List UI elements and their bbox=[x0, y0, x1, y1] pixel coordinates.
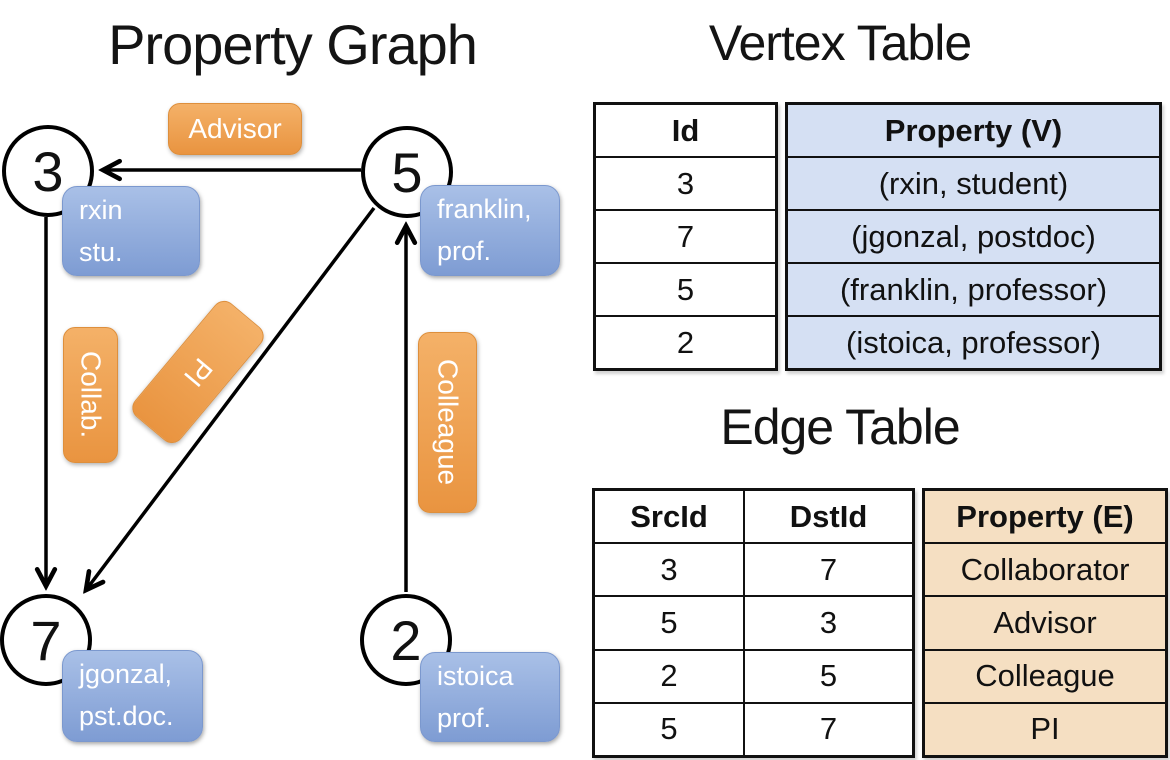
vertex-label-5: franklin, prof. bbox=[420, 185, 560, 276]
vertex-id-cell: 7 bbox=[596, 209, 775, 262]
edge-src-cell: 2 bbox=[660, 658, 678, 694]
edge-table-id-columns: SrcId DstId 3 7 5 3 2 5 5 7 bbox=[592, 488, 915, 758]
vertex-label-5-line1: franklin, bbox=[437, 194, 532, 224]
edge-table-id-row: 3 7 bbox=[595, 542, 912, 596]
vertex-label-5-line2: prof. bbox=[437, 236, 492, 266]
vertex-property-cell: (rxin, student) bbox=[788, 156, 1159, 209]
edge-label-advisor: Advisor bbox=[168, 103, 302, 155]
edge-table-title: Edge Table bbox=[720, 399, 960, 455]
vertex-table-title: Vertex Table bbox=[708, 15, 972, 71]
edge-table-srcid-header: SrcId bbox=[630, 498, 708, 534]
edge-table-id-row: 5 3 bbox=[595, 595, 912, 649]
edge-property-cell: Advisor bbox=[925, 595, 1165, 648]
node-7-id: 7 bbox=[30, 609, 61, 672]
edge-table-property-column: Property (E) Collaborator Advisor Collea… bbox=[922, 488, 1168, 758]
vertex-label-7-line2: pst.doc. bbox=[79, 701, 174, 731]
edge-property-cell: PI bbox=[925, 701, 1165, 755]
edge-src-cell: 3 bbox=[660, 551, 678, 587]
edge-label-colleague-text: Colleague bbox=[432, 359, 464, 486]
graph-canvas: 3 5 7 2 bbox=[0, 125, 453, 686]
edge-table-id-row: 5 7 bbox=[595, 701, 912, 756]
node-2-id: 2 bbox=[390, 609, 421, 672]
edge-dst-cell: 5 bbox=[743, 650, 912, 702]
edge-dst-cell: 7 bbox=[743, 703, 912, 756]
edge-table-dstid-header: DstId bbox=[743, 491, 912, 543]
edge-table-id-row: 2 5 bbox=[595, 648, 912, 702]
vertex-table-property-column: Property (V) (rxin, student) (jgonzal, p… bbox=[785, 102, 1162, 371]
edge-property-cell: Collaborator bbox=[925, 542, 1165, 595]
edge-label-collab-text: Collab. bbox=[75, 351, 107, 439]
edge-label-advisor-text: Advisor bbox=[188, 113, 282, 144]
vertex-label-3-line1: rxin bbox=[79, 195, 123, 225]
edge-label-collab: Collab. bbox=[63, 327, 118, 463]
vertex-property-cell: (jgonzal, postdoc) bbox=[788, 209, 1159, 262]
node-3-id: 3 bbox=[32, 140, 63, 203]
vertex-id-cell: 3 bbox=[596, 156, 775, 209]
edge-dst-cell: 3 bbox=[743, 597, 912, 649]
vertex-table-id-header: Id bbox=[671, 112, 700, 148]
vertex-property-cell: (franklin, professor) bbox=[788, 262, 1159, 315]
vertex-table-id-column: Id 3 7 5 2 bbox=[593, 102, 778, 371]
graph-panel-title: Property Graph bbox=[108, 13, 478, 76]
edge-dst-cell: 7 bbox=[743, 544, 912, 596]
vertex-id-cell: 5 bbox=[596, 262, 775, 315]
edge-src-cell: 5 bbox=[660, 711, 678, 747]
edge-label-pi-text: PI bbox=[178, 352, 219, 393]
vertex-label-2: istoica prof. bbox=[420, 652, 560, 742]
edge-label-colleague: Colleague bbox=[418, 332, 477, 513]
vertex-table-property-header: Property (V) bbox=[884, 112, 1063, 148]
vertex-label-3: rxin stu. bbox=[62, 186, 200, 276]
edge-table-property-header: Property (E) bbox=[956, 498, 1134, 534]
vertex-property-cell: (istoica, professor) bbox=[788, 315, 1159, 368]
vertex-label-2-line2: prof. bbox=[437, 703, 492, 733]
edge-property-cell: Colleague bbox=[925, 648, 1165, 702]
vertex-id-cell: 2 bbox=[596, 315, 775, 368]
edge-arrow-5-to-7 bbox=[86, 206, 376, 590]
node-5-id: 5 bbox=[391, 141, 422, 204]
vertex-label-2-line1: istoica bbox=[437, 661, 514, 691]
vertex-label-3-line2: stu. bbox=[79, 237, 123, 267]
vertex-label-7: jgonzal, pst.doc. bbox=[62, 650, 203, 742]
vertex-label-7-line1: jgonzal, bbox=[79, 659, 173, 689]
edge-table-id-header-row: SrcId DstId bbox=[595, 491, 912, 543]
edge-src-cell: 5 bbox=[660, 605, 678, 640]
